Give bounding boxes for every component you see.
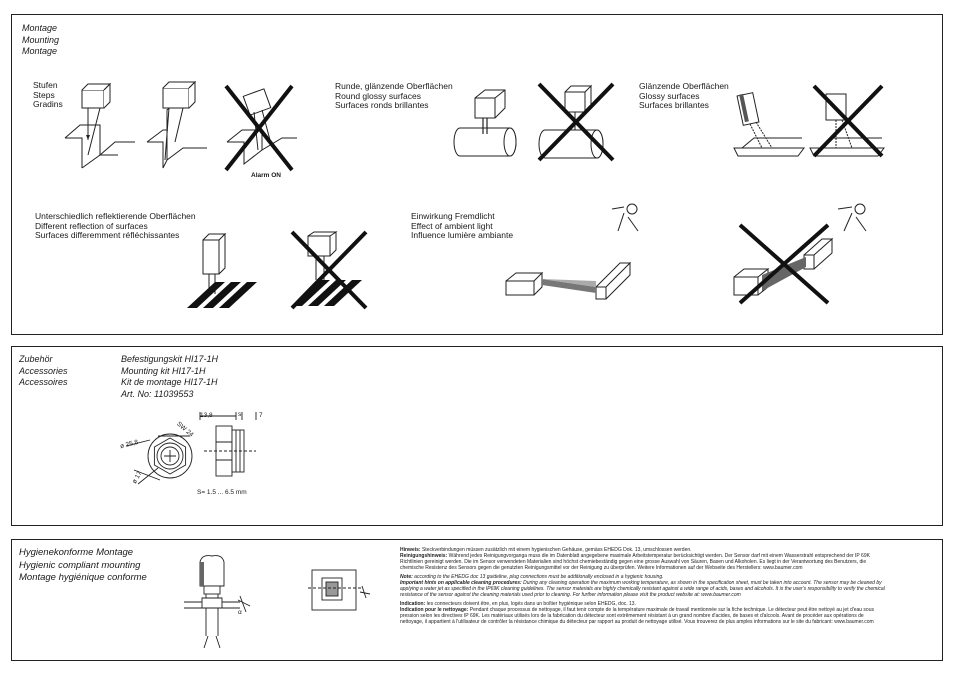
article-number: Art. No: 11039553 [121,388,194,399]
note-fr: Indication: les connecteurs doivent être… [400,601,874,625]
round-surfaces-label: Runde, glänzende Oberflächen Round gloss… [335,81,453,110]
round-figure-bad [537,82,615,162]
hygienic-detail-figure [308,569,371,611]
hygienic-panel [11,539,943,661]
mounting-nut-front-view [125,433,193,485]
dim-s: s [238,411,242,418]
steps-figure-ok-1 [64,82,135,169]
reflection-figure-bad [290,230,368,310]
glossy-figure-ok [733,92,805,157]
dim-width: 13,8 [200,412,213,419]
glossy-surfaces-label: Glänzende Oberflächen Glossy surfaces Su… [639,81,729,110]
accessories-panel [11,346,943,526]
mounting-panel [11,14,943,335]
reflection-figure-ok [187,232,257,308]
note-de: Hinweis: Steckverbindungen müssen zusätz… [400,547,870,571]
hygienic-notes: Hinweis: Steckverbindungen müssen zusätz… [400,547,886,628]
accessories-title: Zubehör Accessories Accessoires [19,354,68,387]
steps-figure-bad [224,84,297,172]
dim-thickness-range: S= 1.5 ... 6.5 mm [197,489,247,496]
mounting-title-fr: Montage [22,46,58,56]
dim-thread-depth: 7 [259,412,263,419]
ambient-figure-bad [733,203,867,305]
reflection-label: Unterschiedlich reflektierende Oberfläch… [35,211,196,240]
mounting-title: Montage Mounting Montage [22,23,59,58]
hygienic-title: Hygienekonforme Montage Hygienic complia… [19,547,147,583]
mounting-title-de: Montage [22,23,58,33]
hygienic-angle-label: α [238,609,242,616]
hygienic-sensor-figure [184,555,251,649]
note-en: Note: according to the EHEDG doc 13 guid… [400,574,885,598]
steps-label: Stufen Steps Gradins [33,80,63,109]
mounting-title-en: Mounting [22,34,60,45]
round-figure-ok [453,89,517,157]
ambient-figure-ok [505,203,639,300]
mounting-kit-info: Befestigungskit HI17-1H Mounting kit HI1… [121,354,219,399]
ambient-light-label: Einwirkung Fremdlicht Effect of ambient … [411,211,514,240]
alarm-label: Alarm ON [251,172,281,179]
mounting-nut-side-view [199,412,257,477]
steps-figure-ok-2 [146,80,207,169]
glossy-figure-bad [809,84,885,158]
